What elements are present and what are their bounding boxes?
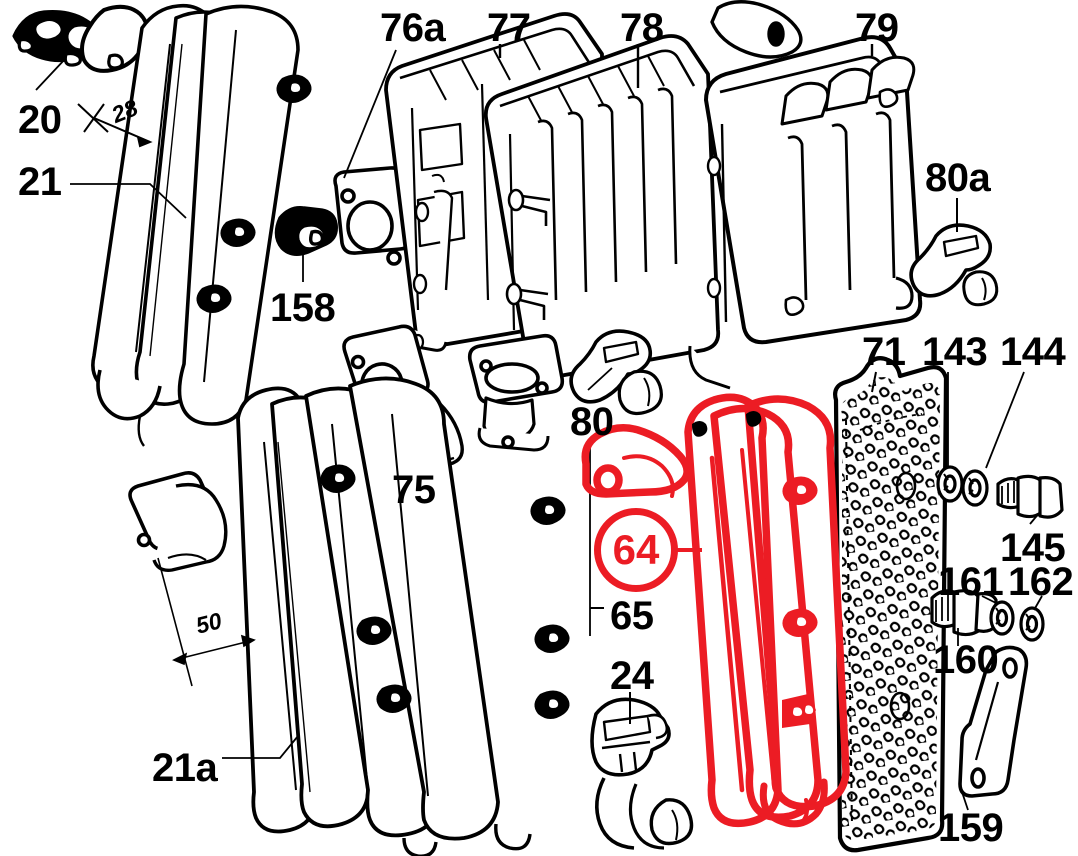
part-21-bolts (196, 74, 312, 313)
part-20-clamp-bracket (12, 4, 150, 73)
label-160: 160 (933, 638, 999, 682)
label-20: 20 (18, 98, 62, 142)
dimension-50-arrow (157, 557, 256, 687)
part-64-bolts (782, 476, 818, 728)
leader-159 (961, 791, 969, 811)
part-65-bolts (320, 464, 570, 719)
label-79: 79 (855, 6, 899, 50)
dimension-28-arrow (77, 103, 153, 148)
callout-64-number: 64 (612, 526, 660, 573)
label-21: 21 (18, 160, 62, 204)
part-78-tab (710, 0, 803, 59)
part-143-washer (936, 465, 964, 503)
part-64-highlighted-muffler (581, 393, 850, 828)
part-78-finned-muffler (483, 34, 731, 390)
part-158-drain-plug (274, 206, 338, 256)
leader-144 (985, 371, 1025, 469)
label-24: 24 (610, 654, 654, 698)
leader-71 (871, 371, 877, 393)
label-143: 143 (922, 330, 988, 374)
part-21-upper-muffler (91, 3, 300, 447)
label-80a: 80a (925, 156, 991, 200)
label-71: 71 (862, 330, 906, 374)
callout-64: 64 (594, 508, 678, 592)
part-71-perforations (841, 377, 940, 841)
label-159: 159 (938, 806, 1004, 850)
part-161-washer (989, 600, 1015, 636)
part-80a-elbow (909, 223, 999, 307)
leader-76a (343, 49, 397, 179)
label-21a: 21a (152, 746, 218, 790)
label-80: 80 (570, 400, 614, 444)
part-24-clamp-elbow (590, 697, 694, 850)
label-65: 65 (610, 594, 654, 638)
leader-161 (981, 595, 999, 605)
part-65-muffler-body (236, 376, 532, 856)
leader-162 (1033, 595, 1043, 611)
part-21a-lower-muffler-flange (128, 471, 228, 572)
part-76a-gasket-flange (333, 166, 413, 266)
label-145: 145 (1000, 526, 1066, 570)
part-79-ribbed-muffler (704, 35, 923, 345)
leader-21 (70, 183, 187, 219)
leader-21a (222, 735, 299, 759)
leader-20 (35, 57, 67, 91)
part-80-elbow-pipe (569, 329, 663, 416)
label-76a: 76a (380, 6, 446, 50)
part-162-washer (1019, 606, 1045, 642)
label-144: 144 (1000, 330, 1066, 374)
leader-145 (1029, 511, 1041, 525)
label-77: 77 (487, 6, 531, 50)
part-71-details (845, 413, 923, 827)
label-50: 50 (193, 607, 225, 639)
part-145-hex-bolt (996, 474, 1064, 519)
label-75: 75 (392, 468, 436, 512)
label-78: 78 (620, 6, 664, 50)
part-75b-flange (467, 333, 565, 452)
label-162: 162 (1008, 560, 1074, 604)
part-159-support-bracket (958, 645, 1029, 798)
label-161: 161 (938, 560, 1004, 604)
part-144-lock-washer (961, 469, 989, 507)
label-158: 158 (270, 286, 336, 330)
part-64-black-accents (692, 411, 762, 437)
